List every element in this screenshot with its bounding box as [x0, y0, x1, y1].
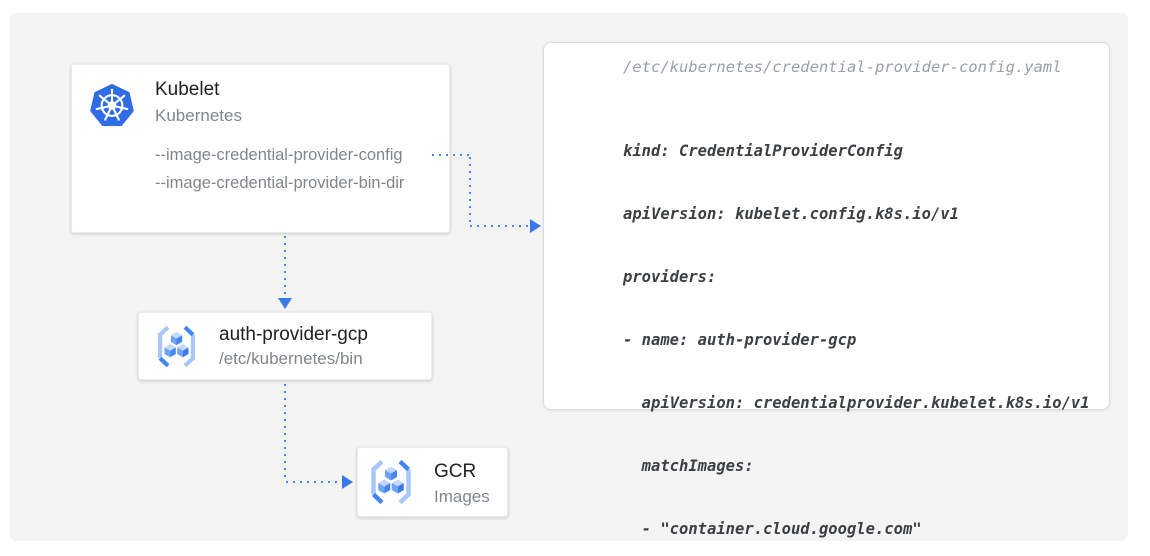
yaml-panel: /etc/kubernetes/credential-provider-conf…: [543, 42, 1110, 538]
gcr-subtitle: Images: [434, 487, 490, 506]
code-line: apiVersion: credentialprovider.kubelet.k…: [623, 394, 1090, 412]
code-line: apiVersion: kubelet.config.k8s.io/v1: [623, 205, 959, 223]
gcr-title: GCR: [434, 461, 477, 482]
code-line: - name: auth-provider-gcp: [623, 331, 857, 349]
gcr-card: GCR Images: [357, 447, 508, 517]
dotted-line: [470, 225, 530, 227]
code-line: - "container.cloud.google.com": [623, 520, 922, 538]
gcr-icon: [366, 457, 416, 507]
code-line: providers:: [623, 268, 717, 286]
kubelet-card: Kubelet Kubernetes --image-credential-pr…: [71, 64, 450, 233]
dotted-line: [284, 384, 286, 481]
kubelet-subtitle: Kubernetes: [155, 106, 242, 125]
diagram-canvas: Kubelet Kubernetes --image-credential-pr…: [10, 13, 1128, 541]
dotted-line: [469, 157, 471, 226]
kubelet-flags: --image-credential-provider-config --ima…: [155, 141, 404, 197]
kubelet-title: Kubelet: [155, 79, 220, 100]
auth-provider-card: auth-provider-gcp /etc/kubernetes/bin: [138, 312, 432, 380]
code-line: matchImages:: [623, 457, 754, 475]
gcr-icon: [153, 323, 200, 370]
yaml-code: kind: CredentialProviderConfig apiVersio…: [623, 99, 1090, 556]
arrowhead-right-icon: [530, 219, 541, 233]
kubernetes-icon: [89, 83, 135, 129]
arrowhead-right-icon: [342, 475, 353, 489]
dotted-line: [284, 236, 286, 297]
code-line: kind: CredentialProviderConfig: [623, 142, 903, 160]
dotted-line: [286, 481, 342, 483]
kubelet-flag-config: --image-credential-provider-config: [155, 146, 403, 164]
yaml-filename: /etc/kubernetes/credential-provider-conf…: [623, 58, 1062, 76]
auth-provider-title: auth-provider-gcp: [219, 324, 368, 345]
kubelet-flag-bin-dir: --image-credential-provider-bin-dir: [155, 174, 405, 192]
arrowhead-down-icon: [278, 298, 292, 309]
auth-provider-subtitle: /etc/kubernetes/bin: [219, 349, 363, 368]
dotted-line: [432, 154, 470, 156]
